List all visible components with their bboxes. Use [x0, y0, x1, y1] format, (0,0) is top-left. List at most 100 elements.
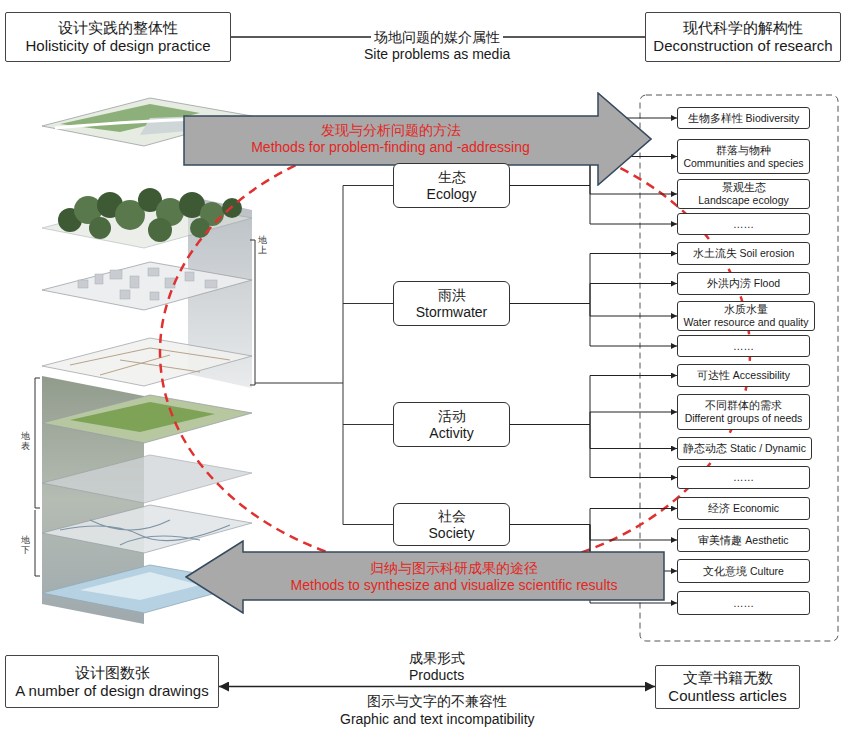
connector	[510, 304, 677, 317]
box-text: 归纳与图示科研成果的途径	[370, 560, 538, 577]
topic-box: 不同群体的需求Different groups of needs	[677, 394, 810, 430]
annotation: 场地问题的媒介属性	[371, 29, 503, 45]
connector	[510, 284, 677, 304]
category-box: 雨洪Stormwater	[393, 281, 510, 326]
annotation: Graphic and text incompatibility	[337, 711, 538, 727]
topic-text: 外洪内涝 Flood	[707, 277, 780, 290]
tree	[148, 218, 172, 242]
statement-box: 设计图数张A number of design drawings	[5, 655, 219, 708]
box-text: 雨洪	[438, 287, 466, 304]
connector	[510, 509, 677, 525]
topic-text: ……	[733, 471, 754, 484]
box-text: 社会	[438, 508, 466, 525]
box-text: A number of design drawings	[15, 682, 208, 700]
layer-plane	[42, 395, 252, 443]
building	[120, 290, 130, 299]
layer-tag: 地表	[21, 432, 30, 452]
tree	[89, 217, 111, 239]
box-text: Ecology	[427, 186, 477, 203]
dashed-frame	[640, 95, 838, 641]
topic-text: Water resource and quality	[683, 316, 808, 329]
building	[150, 292, 159, 300]
connector	[510, 425, 677, 449]
connector	[510, 254, 677, 304]
building	[205, 280, 217, 288]
connector	[510, 412, 677, 425]
topic-text: 静态动态 Static / Dynamic	[683, 442, 806, 455]
topic-box: ……	[677, 466, 810, 489]
box-text: Activity	[429, 425, 473, 442]
topic-text: 水质水量	[724, 303, 768, 316]
topic-box: 生物多样性 Biodiversity	[677, 107, 810, 129]
topic-box: 景观生态Landscape ecology	[677, 179, 810, 209]
building	[130, 276, 139, 288]
block-arrow: 归纳与图示科研成果的途径Methods to synthesize and vi…	[185, 540, 665, 614]
layer-tag: 地下	[21, 536, 30, 556]
topic-box: 静态动态 Static / Dynamic	[677, 437, 812, 460]
box-text: 发现与分析问题的方法	[321, 122, 461, 139]
topic-box: 文化意境 Culture	[677, 559, 810, 583]
box-text: 生态	[438, 169, 466, 186]
annotation: 成果形式	[406, 650, 468, 666]
box-text: Methods for problem-finding and -address…	[251, 139, 530, 156]
layer-plane	[42, 455, 252, 503]
topic-box: ……	[677, 213, 810, 235]
buildings	[78, 268, 217, 300]
category-box: 活动Activity	[393, 402, 510, 447]
topic-text: 群落与物种	[716, 144, 771, 157]
topic-box: 水质水量Water resource and quality	[677, 301, 815, 331]
building	[148, 268, 159, 276]
topic-text: 景观生态	[722, 181, 766, 194]
connector	[510, 525, 677, 541]
topic-text: Communities and species	[683, 157, 803, 170]
annotation: 图示与文字的不兼容性	[364, 693, 510, 709]
box-text: 设计图数张	[75, 664, 150, 682]
topic-text: 审美情趣 Aesthetic	[698, 534, 788, 547]
topic-text: Different groups of needs	[685, 412, 803, 425]
bracket	[250, 240, 343, 385]
water-patch	[80, 572, 200, 600]
layer-plane	[42, 262, 252, 310]
box-text: Society	[429, 525, 475, 542]
layer-tag: 地上	[258, 236, 267, 256]
box-text: Deconstruction of research	[653, 37, 832, 55]
layer-roads	[42, 338, 252, 386]
building	[110, 270, 122, 279]
statement-box: 现代科学的解构性Deconstruction of research	[645, 12, 841, 62]
topic-box: ……	[677, 335, 810, 357]
building	[185, 272, 194, 281]
topic-text: 经济 Economic	[708, 502, 779, 515]
topic-text: Landscape ecology	[698, 194, 789, 207]
topic-box: 审美情趣 Aesthetic	[677, 528, 810, 552]
arrow-outline	[186, 541, 664, 613]
topic-text: ……	[733, 218, 754, 231]
dashed-loop	[160, 130, 750, 574]
box-text: Holisticity of design practice	[25, 37, 210, 55]
tree	[190, 218, 210, 238]
topic-text: 不同群体的需求	[705, 399, 782, 412]
topic-box: 群落与物种Communities and species	[677, 139, 810, 174]
topic-box: 可达性 Accessibility	[677, 364, 810, 387]
connector	[510, 304, 677, 347]
annotation: Products	[406, 667, 467, 683]
statement-box: 文章书籍无数Countless articles	[655, 665, 800, 709]
topic-box: 经济 Economic	[677, 497, 810, 520]
topic-text: 文化意境 Culture	[703, 565, 784, 578]
layer-rivers	[42, 505, 252, 553]
statement-box: 设计实践的整体性Holisticity of design practice	[5, 12, 231, 62]
building	[95, 274, 103, 284]
layer-plane	[42, 338, 252, 386]
topic-text: 可达性 Accessibility	[697, 369, 790, 382]
river-line	[60, 520, 230, 545]
road-line	[70, 348, 230, 375]
layer-buildings	[42, 262, 252, 310]
category-box: 社会Society	[393, 503, 510, 546]
topic-text: 水土流失 Soil erosion	[693, 247, 795, 260]
topic-box: ……	[677, 591, 810, 615]
tree-line	[343, 186, 393, 525]
connector	[510, 376, 677, 425]
box-text: Countless articles	[668, 687, 786, 705]
topic-text: ……	[733, 597, 754, 610]
box-text: 现代科学的解构性	[683, 19, 803, 37]
